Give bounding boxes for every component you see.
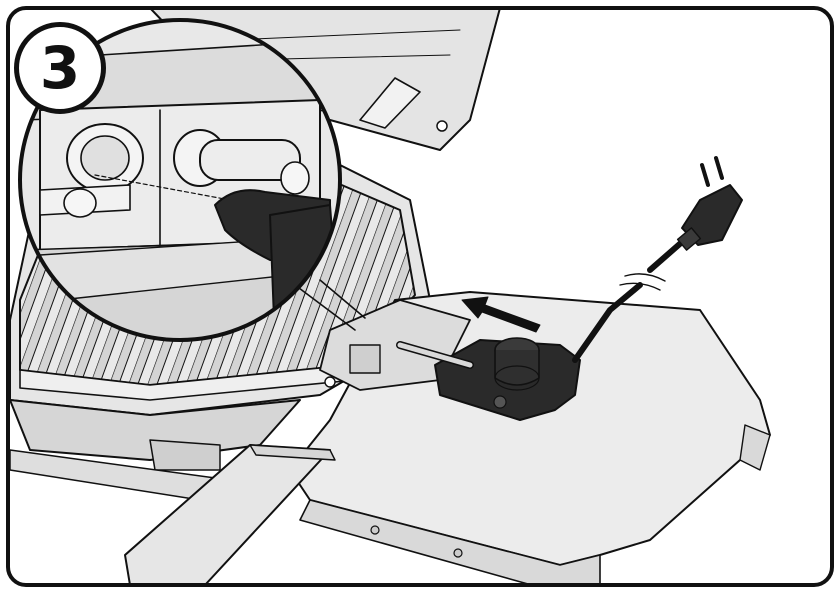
detail-zoom-circle — [18, 18, 342, 342]
control-valve — [396, 337, 581, 421]
control-bracket — [319, 299, 471, 391]
power-plug — [676, 156, 743, 251]
step-number: 3 — [39, 34, 81, 102]
step-number-badge: 3 — [14, 22, 106, 114]
frame-border — [6, 6, 834, 587]
callout-leader — [294, 279, 366, 331]
insertion-arrow — [461, 296, 541, 333]
table-support-leg — [124, 444, 336, 585]
